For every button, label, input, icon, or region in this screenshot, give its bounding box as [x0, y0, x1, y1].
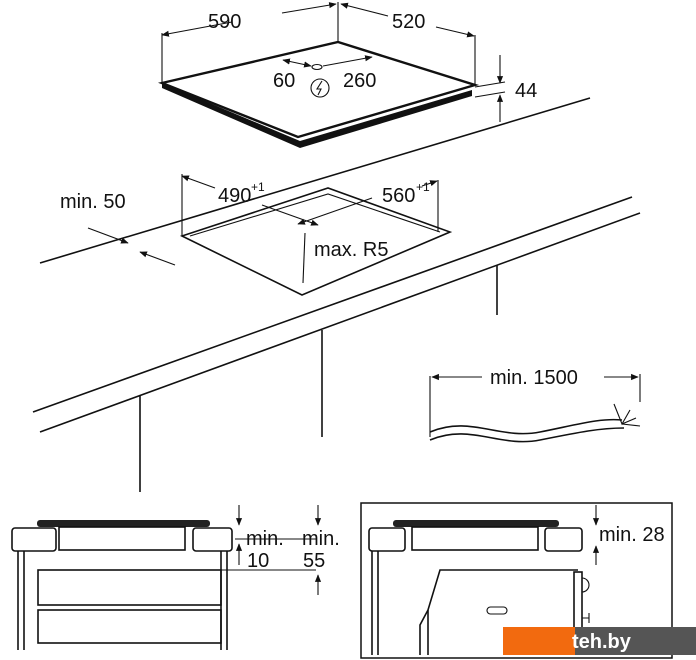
watermark-text: teh.by	[572, 631, 632, 653]
cutout-width-label: 490	[218, 185, 251, 207]
hob-height-label: 44	[515, 80, 537, 102]
corner-radius-label: max. R5	[314, 239, 388, 261]
countertop-drawing	[32, 97, 641, 492]
drawer-cabinet-drawing	[11, 505, 322, 650]
connection-offset-right-label: 260	[343, 70, 376, 92]
drawer-gap-label-2: min.	[302, 528, 340, 550]
hob-drawing	[157, 2, 506, 148]
electrical-connection-icon	[310, 78, 330, 98]
oven-gap-label: min. 28	[599, 524, 665, 546]
hob-depth-label: 520	[392, 11, 425, 33]
hob-width-label: 590	[208, 11, 241, 33]
watermark-logo: teh.by	[503, 627, 696, 655]
oven-cabinet-drawing	[360, 502, 673, 659]
cutout-depth-label: 560	[382, 185, 415, 207]
cable-drawing	[429, 373, 641, 443]
cable-length-label: min. 1500	[490, 367, 578, 389]
drawer-gap-label-1: min.	[246, 528, 284, 550]
connection-offset-left-label: 60	[273, 70, 295, 92]
cutout-width-tolerance: +1	[251, 180, 265, 194]
cutout-depth-tolerance: +1	[416, 180, 430, 194]
front-distance-label: min. 50	[60, 191, 126, 213]
drawer-gap-value-2: 55	[303, 550, 325, 572]
drawer-gap-value-1: 10	[247, 550, 269, 572]
